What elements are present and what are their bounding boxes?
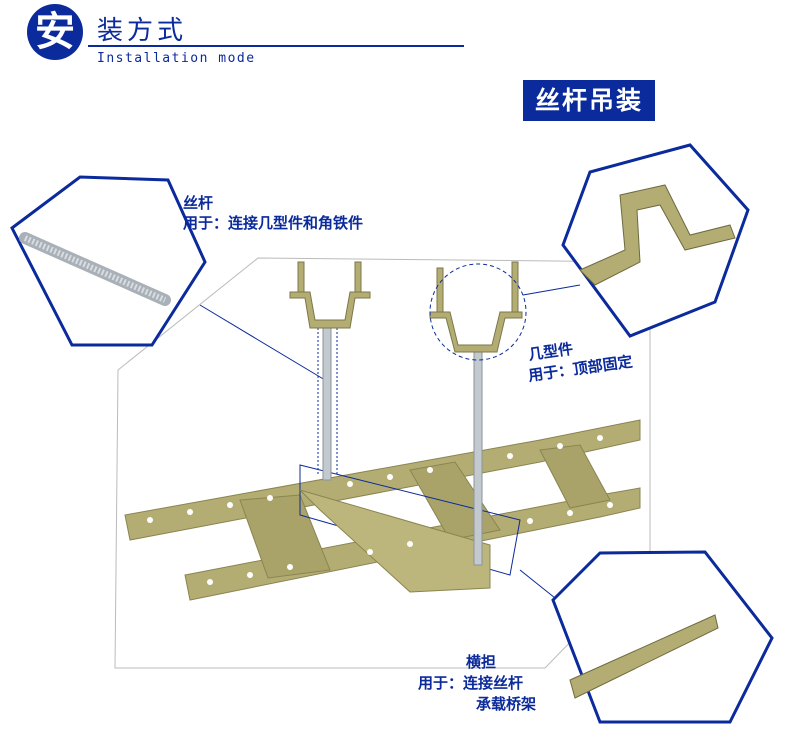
page-subtitle: Installation mode <box>97 51 256 66</box>
rod-inset-hexagon <box>10 175 207 347</box>
bracket-left <box>289 261 371 329</box>
crossarm-callout-usage-1: 用于：连接丝杆 <box>418 674 524 692</box>
page-title: 装方式 <box>97 16 188 46</box>
title-divider <box>88 45 464 47</box>
crossarm-callout-title: 横担 <box>466 653 497 671</box>
tray-holes <box>147 435 613 585</box>
bracket-right <box>429 261 523 353</box>
crossarm-connector-line <box>519 569 556 599</box>
crossarm-inset-hexagon <box>551 550 774 724</box>
bracket-inset-hexagon <box>561 143 750 338</box>
threaded-rod-left <box>322 319 332 481</box>
logo-circle: 安 <box>27 4 83 60</box>
rod-connector-line <box>199 304 326 381</box>
rod-callout-title: 丝杆 <box>183 194 214 212</box>
rod-callout-usage: 用于：连接几型件和角铁件 <box>183 214 364 232</box>
section-badge: 丝杆吊装 <box>521 78 657 123</box>
threaded-rod-right <box>473 344 483 566</box>
bracket-highlight-circle <box>429 263 527 361</box>
crossarm-callout-usage-2: 承载桥架 <box>476 695 537 713</box>
bracket-connector-line <box>522 284 581 296</box>
